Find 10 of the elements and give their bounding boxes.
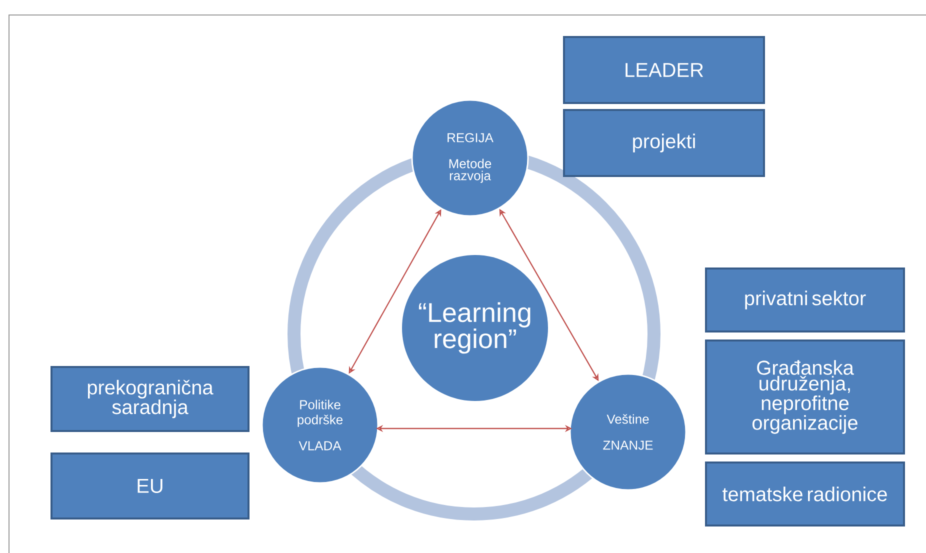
circle-node: Veštine ZNANJE (569, 373, 687, 491)
circle-node: REGIJA Metode razvoja (411, 99, 529, 217)
text-box: projekti (563, 108, 765, 177)
text-box: Građanska udruženja, neprofitne organizacije (705, 340, 905, 454)
text-box: tematske radionice (705, 461, 905, 526)
circle-node: Politike podrške VLADA (261, 366, 379, 484)
text-box: EU (50, 452, 250, 520)
text-box: LEADER (563, 36, 765, 104)
text-box: prekogranična saradnja (50, 366, 250, 432)
text-box: privatni sektor (705, 267, 905, 332)
